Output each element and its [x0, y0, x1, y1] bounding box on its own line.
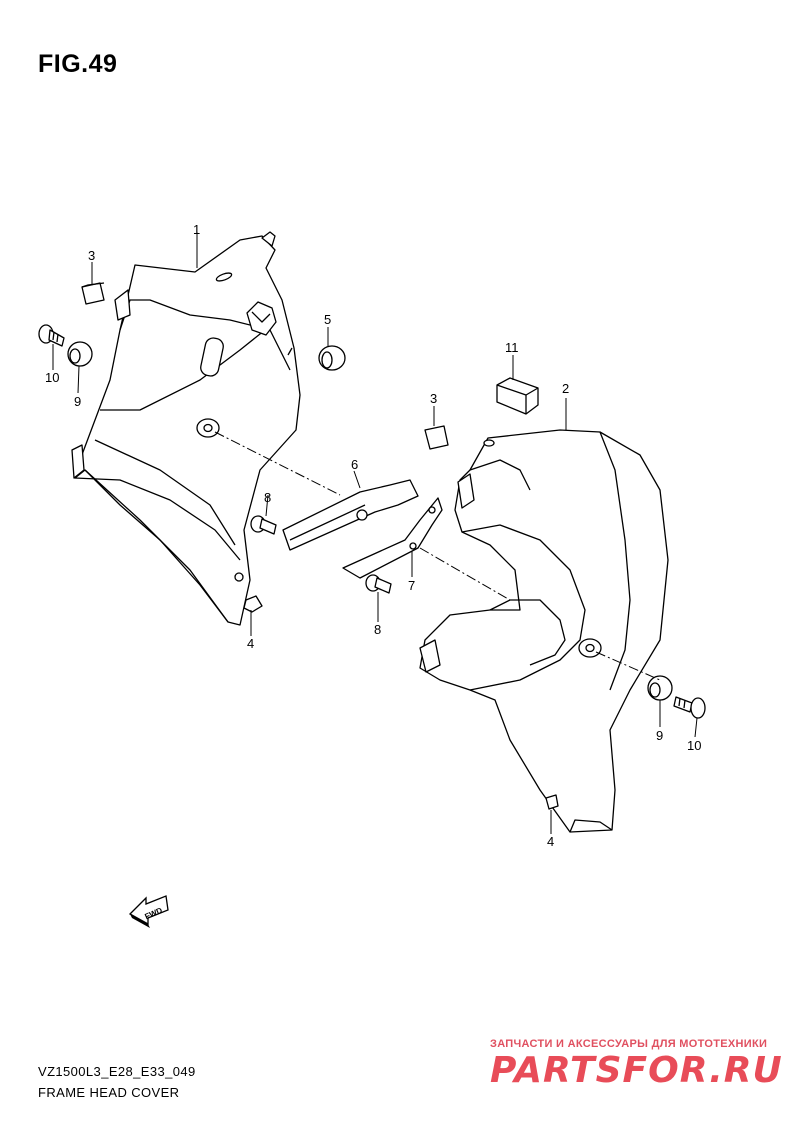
- right-frame-head-cover[interactable]: [419, 429, 669, 833]
- diagram-name: FRAME HEAD COVER: [38, 1085, 180, 1100]
- nut-4-right[interactable]: [545, 794, 559, 810]
- nut-4-left[interactable]: [243, 595, 263, 613]
- callout-8-lower: 8: [374, 622, 381, 637]
- callout-8-upper: 8: [264, 490, 271, 505]
- cushion-11[interactable]: [496, 377, 539, 415]
- bracket-7[interactable]: [342, 497, 443, 579]
- callout-6: 6: [351, 457, 358, 472]
- callout-3-left: 3: [88, 248, 95, 263]
- grommet-9-left[interactable]: [67, 341, 93, 367]
- callout-7: 7: [408, 578, 415, 593]
- watermark-logo: PARTSFOR.RU: [490, 1050, 783, 1091]
- callout-5: 5: [324, 312, 331, 327]
- callout-10-right: 10: [687, 738, 701, 753]
- bracket-6[interactable]: [282, 479, 419, 551]
- bolt-8-lower[interactable]: [365, 574, 392, 594]
- bolt-10-right[interactable]: [673, 696, 706, 719]
- callout-4-right: 4: [547, 834, 554, 849]
- clip-3-right[interactable]: [424, 425, 449, 450]
- grommet-9-right[interactable]: [647, 675, 673, 701]
- bolt-10-left[interactable]: [38, 324, 65, 347]
- watermark-tagline: ЗАПЧАСТИ И АКСЕССУАРЫ ДЛЯ МОТОТЕХНИКИ: [490, 1038, 768, 1050]
- left-frame-head-cover[interactable]: [71, 231, 301, 626]
- callout-9-left: 9: [74, 394, 81, 409]
- callout-10-left: 10: [45, 370, 59, 385]
- callout-11: 11: [505, 340, 519, 355]
- grommet-5[interactable]: [318, 345, 346, 371]
- callout-2: 2: [562, 381, 569, 396]
- figure-title: FIG.49: [38, 50, 118, 78]
- bolt-8-upper[interactable]: [250, 515, 277, 535]
- callout-3-right: 3: [430, 391, 437, 406]
- callout-1: 1: [193, 222, 200, 237]
- callout-9-right: 9: [656, 728, 663, 743]
- diagram-code: VZ1500L3_E28_E33_049: [38, 1064, 196, 1079]
- fwd-arrow-icon: FWD: [128, 895, 169, 928]
- callout-4-left: 4: [247, 636, 254, 651]
